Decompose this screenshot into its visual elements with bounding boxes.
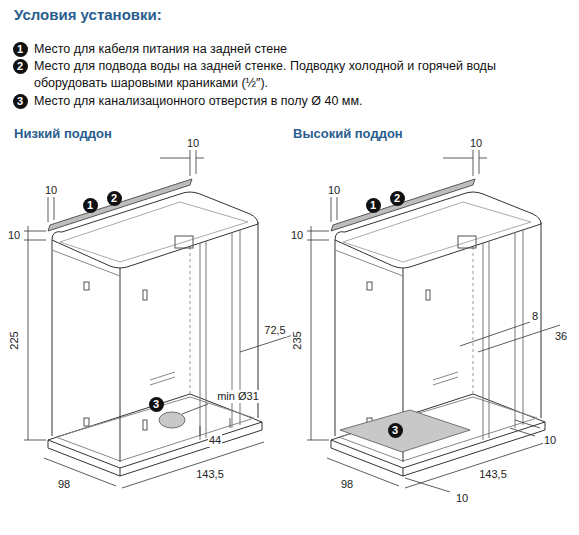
callout-number: 1 — [366, 198, 381, 213]
callout-number: 2 — [390, 191, 405, 206]
callout-number: 2 — [13, 59, 28, 74]
callout-number: 1 — [13, 42, 28, 57]
dimension-label: 44 — [208, 434, 222, 447]
note-text: Место для канализационного отверстия в п… — [34, 93, 564, 110]
dimension-label: 10 — [543, 434, 557, 447]
page-title: Условия установки: — [14, 6, 162, 23]
callout-number: 1 — [83, 198, 98, 213]
dimension-label: 10 — [469, 137, 483, 150]
dimension-label: 72,5 — [263, 324, 286, 337]
dimension-label: 225 — [7, 330, 20, 350]
dimension-label: 10 — [186, 137, 200, 150]
dimension-label: 98 — [57, 478, 71, 491]
dimension-label: min Ø31 — [216, 390, 260, 403]
dimension-label: 143,5 — [478, 468, 508, 481]
dimension-label: 10 — [327, 184, 341, 197]
dimension-label: 36 — [554, 330, 568, 343]
callout-number: 3 — [388, 423, 403, 438]
subheading: Высокий поддон — [293, 126, 403, 141]
subheading: Низкий поддон — [14, 126, 112, 141]
dimension-label: 143,5 — [195, 468, 225, 481]
dimension-label: 8 — [531, 310, 539, 323]
dimension-label: 235 — [290, 330, 303, 350]
note-text: Место для кабеля питания на задней стене — [34, 41, 564, 58]
dimension-label: 98 — [340, 478, 354, 491]
dimension-label: 10 — [7, 229, 21, 242]
callout-number: 3 — [13, 94, 28, 109]
dimension-label: 10 — [290, 229, 304, 242]
callout-number: 2 — [107, 191, 122, 206]
callout-number: 3 — [149, 397, 164, 412]
dimension-label: 10 — [44, 184, 58, 197]
dimension-label: 10 — [455, 492, 469, 505]
note-text: Место для подвода воды на задней стенке.… — [34, 58, 564, 92]
